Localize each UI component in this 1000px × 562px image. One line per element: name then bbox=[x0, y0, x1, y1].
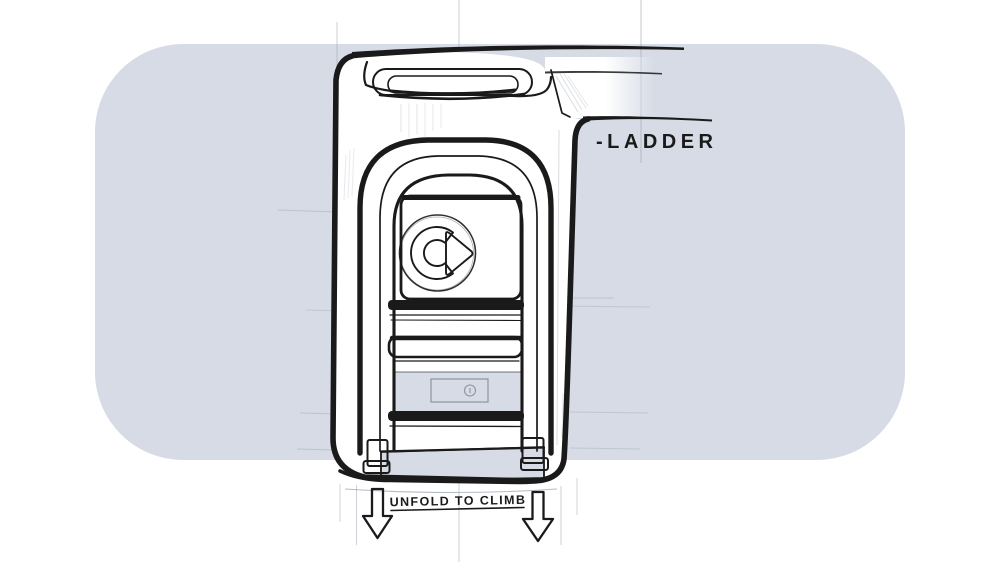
left-foot bbox=[366, 439, 389, 467]
brand-logo-icon bbox=[398, 214, 477, 292]
roof-line bbox=[352, 45, 684, 59]
logo-c-glyph bbox=[410, 226, 454, 280]
caption-underline bbox=[390, 506, 525, 512]
caption-text: UNFOLD TO CLIMB bbox=[390, 493, 527, 509]
logo-play-glyph bbox=[445, 231, 474, 276]
rail-inner-edge bbox=[379, 155, 538, 452]
rung-bar-1 bbox=[388, 300, 524, 310]
rail-outer-edge bbox=[357, 137, 554, 456]
down-arrow-left-icon bbox=[361, 487, 394, 540]
sketch-shading bbox=[343, 73, 589, 446]
latch-button-icon bbox=[430, 378, 489, 403]
ladder-label: -LADDER bbox=[596, 131, 718, 153]
lower-recess bbox=[394, 372, 522, 412]
right-foot bbox=[521, 437, 545, 464]
ladder-rungs bbox=[379, 195, 546, 453]
body-seam-line bbox=[583, 116, 712, 122]
ledge-line bbox=[545, 71, 662, 75]
panel-outline bbox=[330, 45, 712, 485]
unfold-caption: UNFOLD TO CLIMB bbox=[361, 487, 555, 543]
ladder-frame bbox=[357, 137, 554, 456]
rung-bar-2 bbox=[388, 411, 524, 421]
ladder-feet bbox=[362, 437, 549, 474]
down-arrow-right-icon bbox=[521, 490, 555, 543]
handle-plateau-edge bbox=[363, 60, 553, 98]
step-tread-base bbox=[381, 447, 544, 481]
opening-edge bbox=[392, 173, 524, 453]
